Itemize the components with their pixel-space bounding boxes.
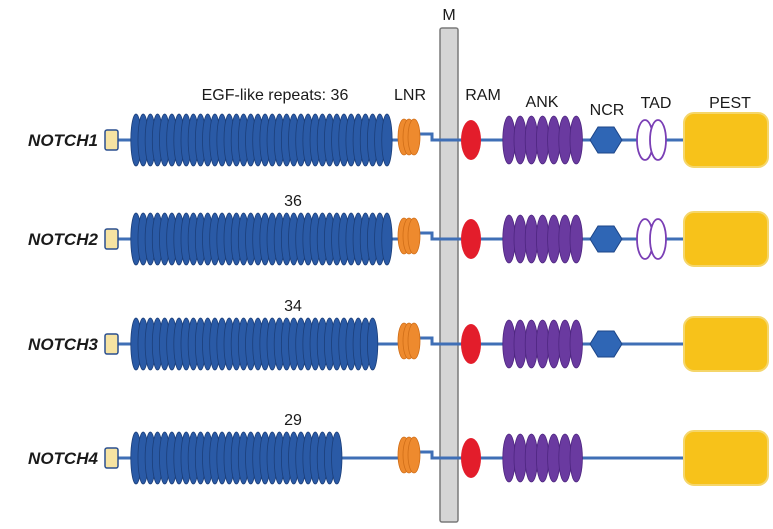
egf-count-label: 36 — [284, 193, 302, 210]
gene-label-notch4: NOTCH4 — [28, 449, 98, 468]
ank-repeat — [547, 214, 561, 264]
ank-repeat — [524, 115, 539, 165]
egf-count-label: 34 — [284, 298, 302, 315]
backbone-line — [416, 450, 462, 460]
egf-repeats-header: EGF-like repeats: 36 — [202, 87, 349, 104]
ank-repeat — [558, 115, 572, 165]
signal-peptide — [104, 129, 119, 151]
ank-repeat — [547, 319, 561, 369]
backbone-line — [416, 231, 462, 241]
ank-repeat — [502, 319, 516, 369]
ank-repeat — [524, 214, 539, 264]
ank-repeat — [535, 214, 550, 264]
tad-label: TAD — [641, 95, 672, 112]
ank-repeat — [558, 319, 572, 369]
egf-count-label: 29 — [284, 412, 302, 429]
ram-domain — [461, 219, 481, 259]
ank-repeat — [513, 433, 527, 483]
signal-peptide — [104, 228, 119, 250]
tad-domain — [649, 218, 667, 260]
egf-repeat — [381, 113, 393, 167]
ank-repeat — [535, 319, 550, 369]
pest-domain — [683, 112, 769, 168]
lnr-repeat — [407, 436, 421, 474]
ank-label: ANK — [526, 94, 559, 111]
ram-domain — [461, 324, 481, 364]
pest-domain — [683, 316, 769, 372]
ncr-domain — [589, 330, 623, 358]
membrane-bar — [439, 27, 459, 523]
signal-peptide — [104, 447, 119, 469]
ncr-domain — [589, 225, 623, 253]
ank-repeat — [547, 433, 561, 483]
egf-repeat — [367, 317, 379, 371]
ank-repeat — [502, 214, 516, 264]
gene-label-notch2: NOTCH2 — [28, 230, 98, 249]
ank-repeat — [513, 319, 527, 369]
ank-repeat — [558, 214, 572, 264]
ank-repeat — [535, 433, 550, 483]
ank-repeat — [569, 115, 583, 165]
ank-repeat — [502, 115, 516, 165]
tad-domain — [649, 119, 667, 161]
ank-repeat — [547, 115, 561, 165]
ank-repeat — [513, 214, 527, 264]
pest-domain — [683, 430, 769, 486]
ank-repeat — [558, 433, 572, 483]
lnr-repeat — [407, 217, 421, 255]
ncr-label: NCR — [590, 102, 625, 119]
backbone-line — [416, 336, 462, 346]
egf-repeat — [331, 431, 343, 485]
backbone-line — [416, 132, 462, 142]
pest-domain — [683, 211, 769, 267]
lnr-label: LNR — [394, 87, 426, 104]
ncr-domain — [589, 126, 623, 154]
ank-repeat — [535, 115, 550, 165]
ank-repeat — [569, 433, 583, 483]
egf-repeat — [381, 212, 393, 266]
gene-label-notch1: NOTCH1 — [28, 131, 98, 150]
ank-repeat — [524, 433, 539, 483]
membrane-label: M — [442, 7, 455, 24]
ank-repeat — [502, 433, 516, 483]
ank-repeat — [513, 115, 527, 165]
ank-repeat — [524, 319, 539, 369]
ank-repeat — [569, 319, 583, 369]
lnr-repeat — [407, 322, 421, 360]
pest-label: PEST — [709, 95, 751, 112]
ank-repeat — [569, 214, 583, 264]
ram-domain — [461, 438, 481, 478]
signal-peptide — [104, 333, 119, 355]
ram-label: RAM — [465, 87, 501, 104]
ram-domain — [461, 120, 481, 160]
lnr-repeat — [407, 118, 421, 156]
gene-label-notch3: NOTCH3 — [28, 335, 98, 354]
